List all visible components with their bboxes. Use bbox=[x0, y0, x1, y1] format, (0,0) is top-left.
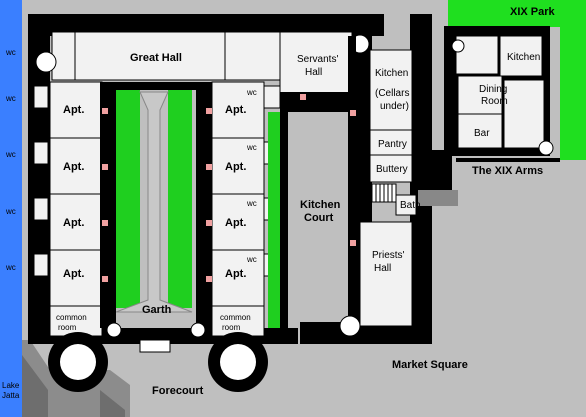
cellars-label-2: under) bbox=[380, 101, 409, 112]
common-room-label-1a: common bbox=[56, 313, 87, 322]
apt-label-7: Apt. bbox=[225, 217, 246, 229]
dining-room-label-2: Room bbox=[481, 96, 508, 107]
south-east-spiral-stair bbox=[339, 315, 361, 337]
gatehouse-passage bbox=[139, 339, 171, 353]
garth-sw-stair bbox=[106, 322, 122, 338]
buttery bbox=[369, 154, 413, 183]
southwest-bastion-2 bbox=[100, 390, 125, 417]
kitchen-label: Kitchen bbox=[375, 68, 408, 79]
wc-label-5: wc bbox=[5, 263, 16, 272]
pub-kitchen-label: Kitchen bbox=[507, 52, 540, 63]
servants-hall-label-2: Hall bbox=[305, 67, 322, 78]
buttery-stair bbox=[371, 183, 397, 203]
kitchen-court bbox=[288, 112, 350, 322]
lake-label-1: Lake bbox=[2, 381, 20, 390]
wc-label-2: wc bbox=[5, 94, 16, 103]
priests-hall bbox=[359, 221, 413, 327]
garth-lawn-east bbox=[168, 88, 192, 308]
buttery-label: Buttery bbox=[376, 164, 408, 175]
garth-north-arcade bbox=[108, 82, 204, 90]
inn-south-line bbox=[456, 158, 560, 162]
north-wall bbox=[28, 14, 384, 36]
apt-label-2: Apt. bbox=[63, 161, 84, 173]
east-lawn-strip bbox=[268, 112, 280, 328]
west-wing bbox=[33, 81, 108, 337]
wc-label-4: wc bbox=[5, 207, 16, 216]
kitchen-court-east-wall bbox=[348, 36, 356, 326]
screens-passage bbox=[224, 31, 281, 81]
apt-label-8: Apt. bbox=[225, 268, 246, 280]
wc-label-7: wc bbox=[246, 143, 257, 152]
lake bbox=[0, 0, 22, 417]
south-west-tower-room bbox=[60, 344, 96, 380]
garth-se-stair bbox=[190, 322, 206, 338]
cellars-label-1: (Cellars bbox=[375, 88, 409, 99]
bar-label: Bar bbox=[474, 128, 490, 139]
apt-label-4: Apt. bbox=[63, 268, 84, 280]
priests-hall-label-1: Priests' bbox=[372, 250, 405, 261]
lake-label-2: Jatta bbox=[2, 391, 20, 400]
north-west-spiral-stair bbox=[35, 51, 57, 73]
north-west-stair bbox=[51, 31, 76, 81]
kitchen-court-west-wall bbox=[280, 92, 288, 330]
south-east-tower-room bbox=[220, 344, 256, 380]
great-hall-label: Great Hall bbox=[130, 52, 182, 64]
kitchen-court-label-2: Court bbox=[304, 212, 334, 224]
southwest-bastion bbox=[22, 355, 48, 417]
xix-arms-label: The XIX Arms bbox=[472, 165, 543, 177]
xix-arms-building bbox=[444, 26, 554, 156]
garth-walk bbox=[115, 91, 193, 313]
common-room-label-2b: room bbox=[222, 323, 241, 332]
doorways bbox=[102, 94, 356, 282]
wc-label-6: wc bbox=[246, 88, 257, 97]
kitchen bbox=[369, 49, 413, 131]
east-outer-wall bbox=[410, 14, 432, 344]
garth-lawn-west bbox=[116, 88, 140, 308]
market-square-label: Market Square bbox=[392, 359, 468, 371]
kitchen-court-label-1: Kitchen bbox=[300, 199, 341, 211]
apt-label-6: Apt. bbox=[225, 161, 246, 173]
wc-label-3: wc bbox=[5, 150, 16, 159]
inn-link-wall bbox=[432, 150, 452, 190]
xix-park-label: XIX Park bbox=[510, 6, 556, 18]
garth-west-arcade bbox=[108, 82, 116, 328]
bath bbox=[395, 194, 417, 216]
servants-hall-label-1: Servants' bbox=[297, 54, 338, 65]
xix-park-east bbox=[560, 0, 586, 160]
garth-label: Garth bbox=[142, 304, 172, 316]
dining-room-label-1: Dining bbox=[479, 84, 507, 95]
apt-label-1: Apt. bbox=[63, 104, 84, 116]
bath-label: Bath bbox=[400, 200, 421, 211]
kitchen-court-north-wall bbox=[288, 92, 350, 112]
priests-hall-label-2: Hall bbox=[374, 263, 391, 274]
pantry-label: Pantry bbox=[378, 139, 407, 150]
wc-label-10: wc bbox=[433, 167, 444, 176]
common-room-label-1b: room bbox=[58, 323, 77, 332]
market-steps bbox=[418, 190, 458, 206]
pantry bbox=[369, 129, 413, 156]
apt-label-3: Apt. bbox=[63, 217, 84, 229]
wc-label-9: wc bbox=[246, 255, 257, 264]
common-room-label-2a: common bbox=[220, 313, 251, 322]
forecourt-label: Forecourt bbox=[152, 385, 204, 397]
garth-east-arcade bbox=[196, 82, 204, 328]
wc-label-8: wc bbox=[246, 199, 257, 208]
apt-label-5: Apt. bbox=[225, 104, 246, 116]
wc-label-1: wc bbox=[5, 48, 16, 57]
